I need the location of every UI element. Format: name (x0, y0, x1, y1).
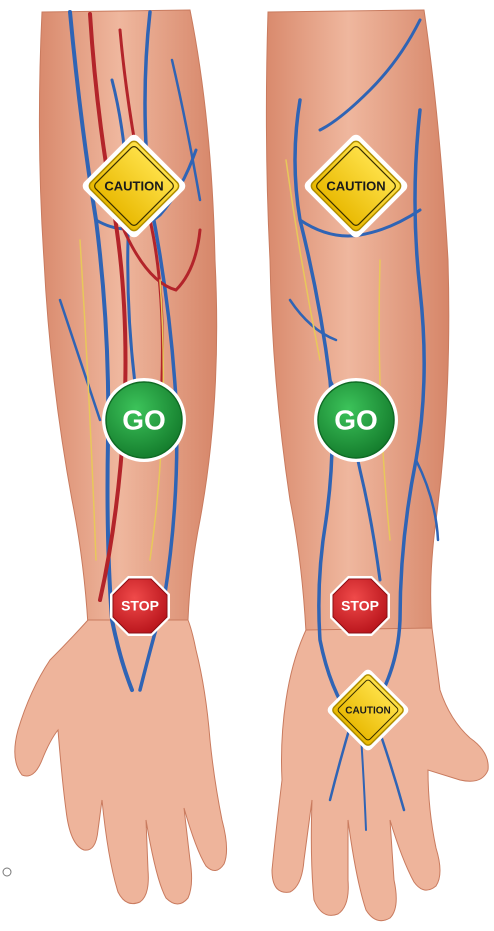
stop-sign-right: STOP (330, 576, 390, 636)
left-arm (15, 10, 227, 904)
stop-sign-left: STOP (110, 576, 170, 636)
stop-label: STOP (341, 598, 379, 614)
caution-label: CAUTION (104, 178, 163, 193)
caution-label: CAUTION (326, 178, 385, 193)
go-sign-right: GO (314, 378, 398, 462)
go-label: GO (334, 404, 378, 435)
registered-mark-icon (3, 868, 11, 876)
go-sign-left: GO (102, 378, 186, 462)
right-hand (272, 628, 488, 921)
stop-label: STOP (121, 598, 159, 614)
caution-label: CAUTION (345, 706, 391, 717)
go-label: GO (122, 404, 166, 435)
right-arm (266, 10, 488, 921)
